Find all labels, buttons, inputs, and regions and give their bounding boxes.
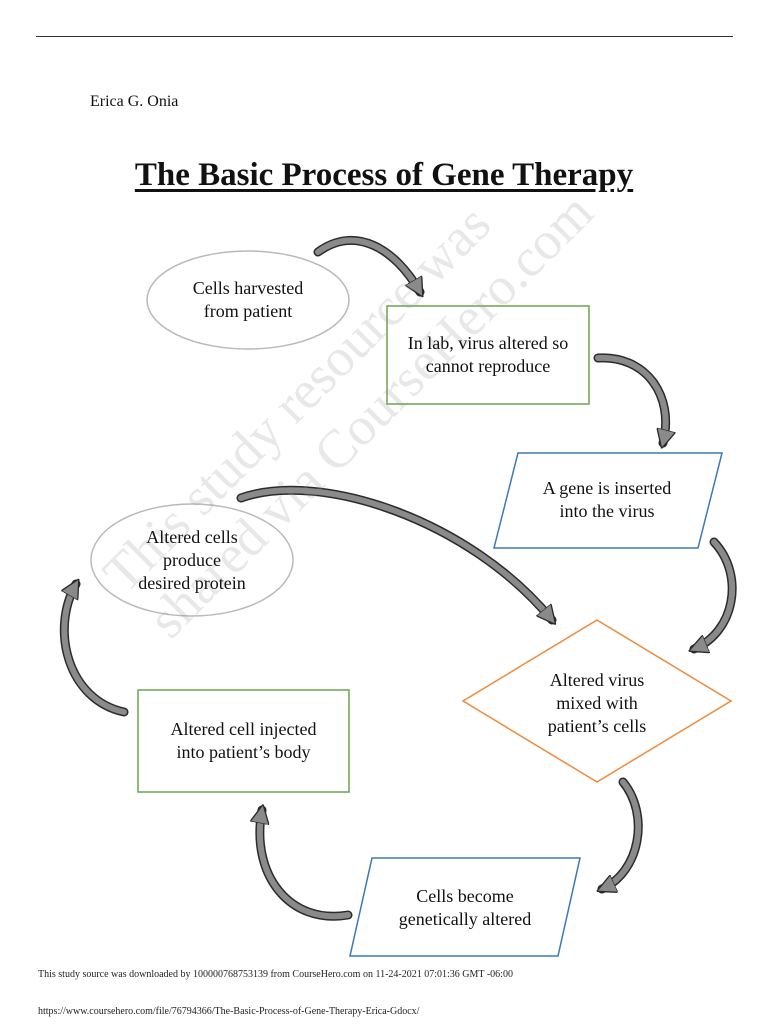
lab-box xyxy=(386,305,590,405)
mix-diamond xyxy=(461,619,733,783)
arrow-insert-to-mix xyxy=(694,539,736,649)
lab-label: In lab, virus altered so cannot reproduc… xyxy=(407,333,569,376)
arrow-altered-to-inject xyxy=(260,810,351,920)
harvest-ellipse xyxy=(146,250,350,350)
source-note: This study source was downloaded by 1000… xyxy=(38,969,513,980)
page-title: The Basic Process of Gene Therapy xyxy=(134,157,634,193)
author-name: Erica G. Onia xyxy=(90,93,179,110)
altered-label: Cells become genetically altered xyxy=(398,886,532,929)
mix-label: Altered virus mixed with patient’s cells xyxy=(547,669,647,736)
altered-parallelogram xyxy=(349,857,581,957)
arrow-lab-to-insert xyxy=(595,354,666,443)
arrow-inject-to-produce xyxy=(64,584,127,715)
produce-label: Altered cells produce desired protein xyxy=(138,526,246,593)
arrow-mix-to-altered xyxy=(602,779,642,889)
inject-label: Altered cell injected into patient’s bod… xyxy=(170,719,317,762)
top-rule xyxy=(36,36,733,37)
source-url[interactable]: https://www.coursehero.com/file/76794366… xyxy=(38,1006,420,1017)
inject-box xyxy=(137,689,350,793)
insert-label: A gene is inserted into the virus xyxy=(542,478,672,521)
arrow-produce-to-mix xyxy=(238,487,552,620)
arrow-harvest-to-lab xyxy=(315,237,420,292)
harvest-label: Cells harvested from patient xyxy=(192,278,304,321)
produce-ellipse xyxy=(90,503,294,617)
insert-parallelogram xyxy=(493,452,723,549)
